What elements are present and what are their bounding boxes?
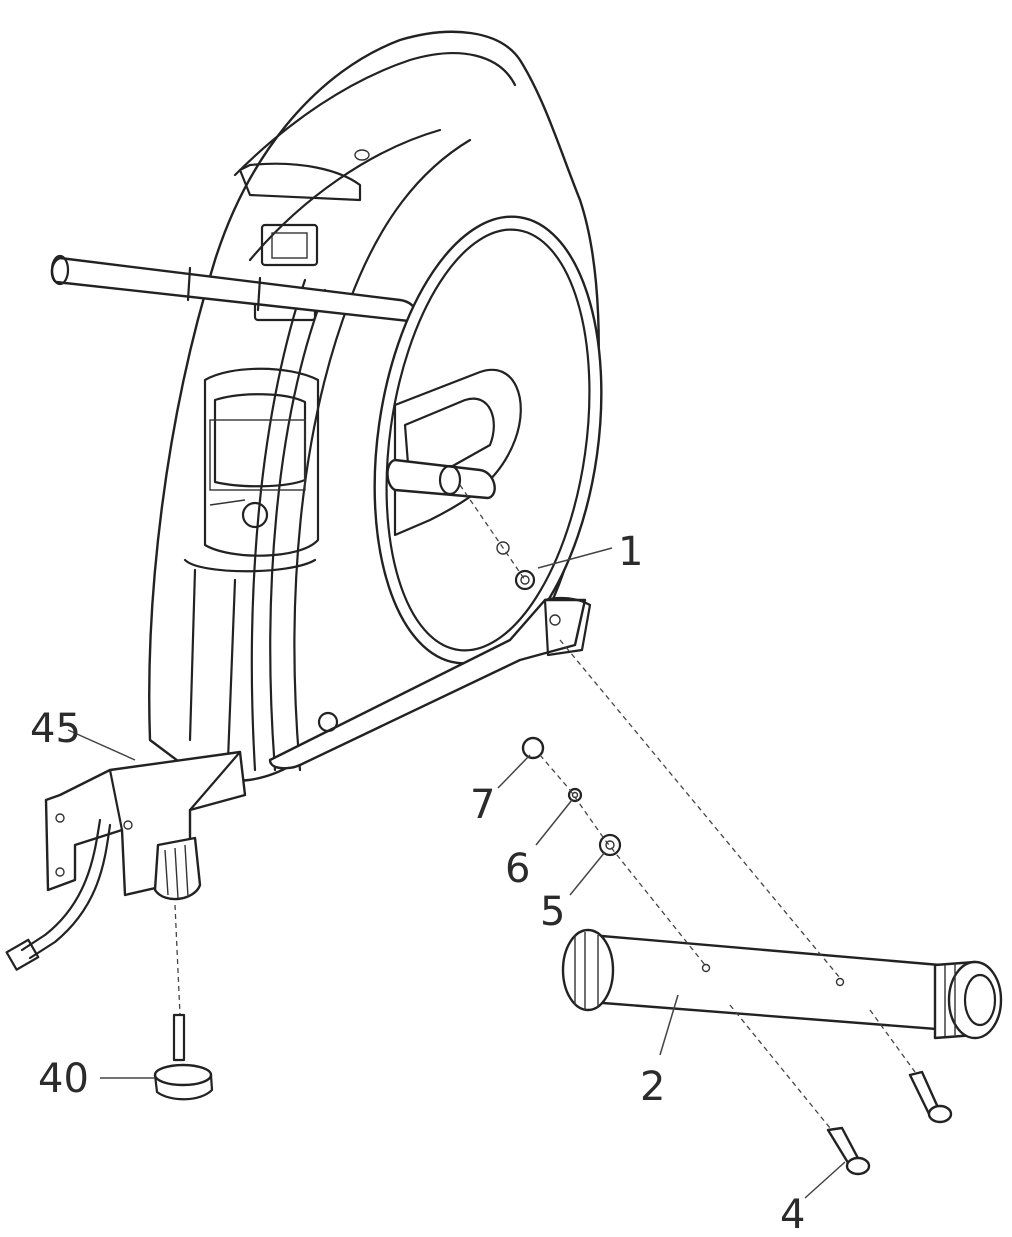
base-frame [5, 596, 592, 971]
label-part-6: 6 [505, 846, 530, 892]
label-part-2: 2 [640, 1064, 665, 1110]
leveling-foot [153, 904, 214, 1101]
assembly-lines [459, 484, 916, 1129]
label-part-4: 4 [780, 1192, 805, 1232]
label-part-1: 1 [618, 529, 643, 575]
flywheel-cover [373, 215, 603, 665]
part-labels: 1 45 7 6 5 2 40 4 [30, 529, 805, 1237]
front-stabilizer [561, 928, 1003, 1040]
leader-lines [67, 547, 846, 1199]
bolts [826, 1070, 953, 1176]
label-part-5: 5 [540, 889, 565, 935]
fastener-parts [521, 736, 622, 857]
label-part-40: 40 [38, 1056, 89, 1102]
label-part-7: 7 [470, 782, 495, 828]
label-part-45: 45 [30, 706, 81, 752]
